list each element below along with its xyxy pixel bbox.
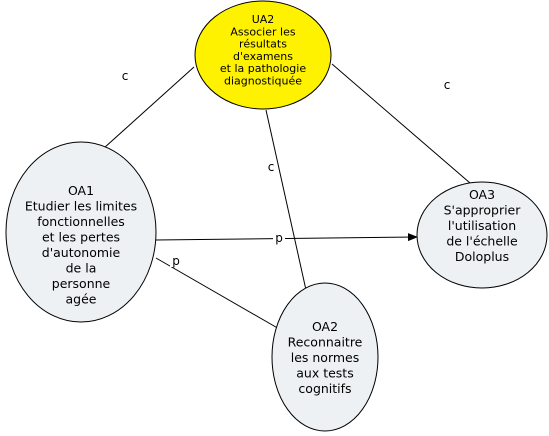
edge-oa1-oa3	[155, 233, 418, 242]
node-ua2-line: résultats	[239, 38, 287, 51]
node-oa3-line: OA3	[469, 187, 495, 202]
node-oa2	[271, 282, 379, 432]
node-oa2-line: les normes	[291, 350, 360, 365]
edge-label-oa1-oa2: p	[172, 254, 180, 268]
node-oa2-line: aux tests	[296, 366, 353, 381]
node-oa1-line: et les pertes	[42, 230, 120, 245]
edge-ua2-oa3	[331, 63, 471, 184]
edge-label-ua2-oa3: c	[444, 78, 451, 92]
node-oa2-line: Reconnaitre	[288, 335, 363, 350]
node-oa1-line: agée	[66, 292, 97, 307]
node-ua2-line: d'examens	[233, 50, 293, 63]
node-oa1-line: de la	[66, 261, 97, 276]
edge-ua2-oa1	[103, 66, 195, 149]
node-oa2-line: cognitifs	[298, 381, 351, 396]
edge-label-ua2-oa1: c	[122, 69, 129, 83]
node-ua2-line: diagnostiquée	[224, 75, 302, 88]
node-oa1	[5, 141, 157, 323]
edge-oa1-oa2	[155, 257, 282, 331]
node-oa1-line: d'autonomie	[42, 245, 121, 260]
node-oa3-line: S'approprier	[444, 203, 522, 218]
node-oa1-line: personne	[52, 276, 111, 291]
node-oa3-line: de l'échelle	[446, 234, 518, 249]
node-oa3	[416, 181, 548, 289]
node-ua2-line: Associer les	[230, 25, 295, 38]
node-oa3-line: Doloplus	[455, 249, 509, 264]
edge-label-ua2-oa2: c	[268, 160, 275, 174]
node-ua2-line: et la pathologie	[220, 62, 306, 75]
node-oa3-line: l'utilisation	[448, 218, 516, 233]
edge-ua2-oa2	[265, 109, 307, 291]
node-oa1-line: OA1	[68, 183, 94, 198]
edge-label-oa1-oa3: p	[275, 231, 283, 245]
node-oa1-line: fonctionnelles	[37, 214, 125, 229]
node-oa2-line: OA2	[312, 319, 338, 334]
node-oa1-line: Etudier les limites	[25, 199, 137, 214]
node-ua2	[194, 0, 332, 110]
node-ua2-line: UA2	[252, 13, 275, 26]
